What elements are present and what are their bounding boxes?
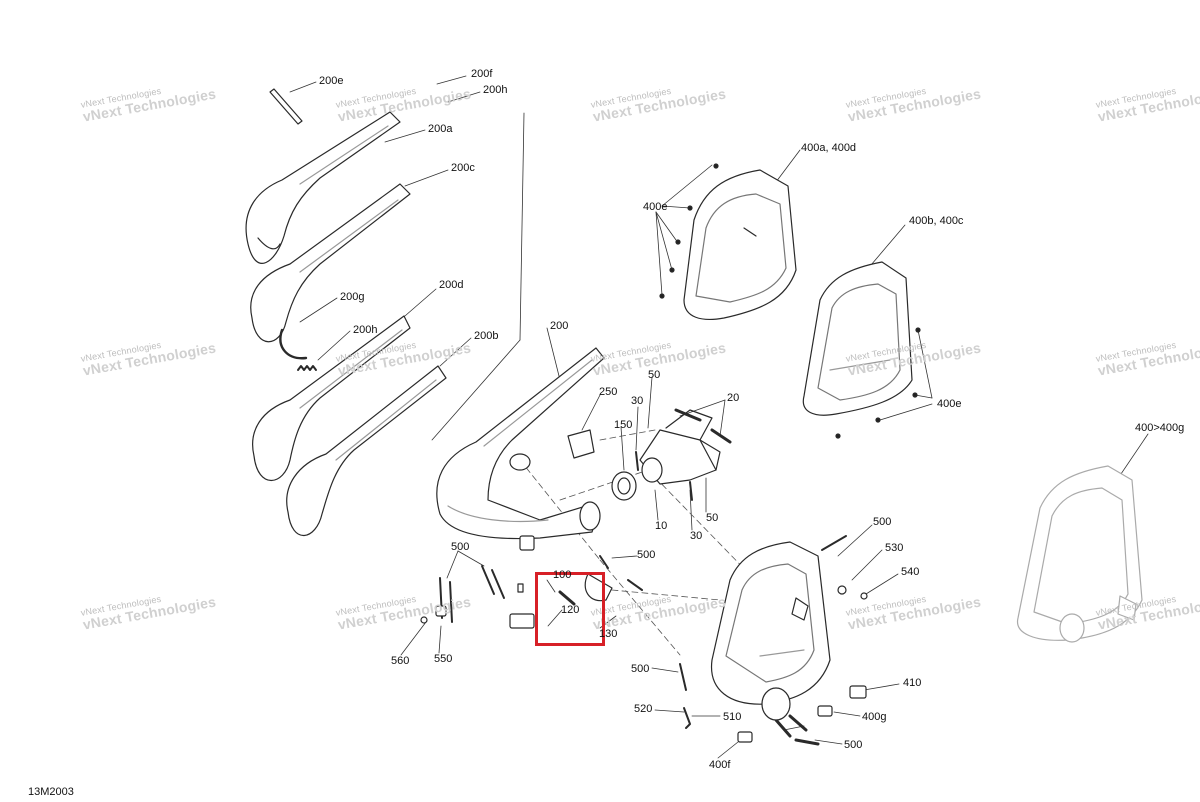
selected-part-highlight[interactable] bbox=[535, 572, 605, 646]
heat-shields-left bbox=[245, 88, 447, 537]
callout-520[interactable]: 520 bbox=[634, 703, 653, 715]
callout-50-top[interactable]: 50 bbox=[648, 369, 661, 381]
callout-560[interactable]: 560 bbox=[391, 655, 410, 667]
callout-510[interactable]: 510 bbox=[723, 711, 742, 723]
callout-500-bottom[interactable]: 500 bbox=[844, 739, 863, 751]
callout-400a-400d[interactable]: 400a, 400d bbox=[801, 142, 857, 154]
callout-130[interactable]: 130 bbox=[599, 628, 618, 640]
callout-100[interactable]: 100 bbox=[553, 569, 572, 581]
silencer-body-mid bbox=[802, 261, 921, 439]
callout-200c[interactable]: 200c bbox=[451, 162, 475, 174]
small-brackets bbox=[420, 573, 868, 743]
callout-200f[interactable]: 200f bbox=[471, 68, 493, 80]
callout-200h-mid[interactable]: 200h bbox=[353, 324, 378, 336]
callout-400f[interactable]: 400f bbox=[709, 759, 731, 771]
callout-400e-top[interactable]: 400e bbox=[643, 201, 668, 213]
callout-400-400g[interactable]: 400>400g bbox=[1135, 422, 1185, 434]
callout-30-bottom[interactable]: 30 bbox=[690, 530, 703, 542]
callout-50-bottom[interactable]: 50 bbox=[706, 512, 719, 524]
callout-200[interactable]: 200 bbox=[550, 320, 569, 332]
silencer-assembly-lower bbox=[710, 541, 831, 721]
callout-150[interactable]: 150 bbox=[614, 419, 633, 431]
callout-10[interactable]: 10 bbox=[655, 520, 668, 532]
callout-400b-400c[interactable]: 400b, 400c bbox=[909, 215, 964, 227]
callout-500-right-top[interactable]: 500 bbox=[873, 516, 892, 528]
springs-and-hardware bbox=[439, 535, 847, 746]
callout-200g[interactable]: 200g bbox=[340, 291, 365, 303]
callout-400g[interactable]: 400g bbox=[862, 711, 887, 723]
callout-200d[interactable]: 200d bbox=[439, 279, 464, 291]
callout-550[interactable]: 550 bbox=[434, 653, 453, 665]
callout-500-center[interactable]: 500 bbox=[637, 549, 656, 561]
callout-250[interactable]: 250 bbox=[599, 386, 618, 398]
main-exhaust-pipe bbox=[436, 347, 605, 551]
callout-200a[interactable]: 200a bbox=[428, 123, 453, 135]
callout-400e-right[interactable]: 400e bbox=[937, 398, 962, 410]
callout-410[interactable]: 410 bbox=[903, 677, 922, 689]
callout-530[interactable]: 530 bbox=[885, 542, 904, 554]
callout-500-lower[interactable]: 500 bbox=[631, 663, 650, 675]
callout-200b[interactable]: 200b bbox=[474, 330, 499, 342]
callout-20[interactable]: 20 bbox=[727, 392, 740, 404]
callout-500-left[interactable]: 500 bbox=[451, 541, 470, 553]
callout-200e[interactable]: 200e bbox=[319, 75, 344, 87]
exhaust-manifold bbox=[567, 408, 732, 501]
callout-540[interactable]: 540 bbox=[901, 566, 920, 578]
drawing-number: 13M2003 bbox=[28, 786, 74, 798]
callout-30-top[interactable]: 30 bbox=[631, 395, 644, 407]
callout-200h-top[interactable]: 200h bbox=[483, 84, 508, 96]
callout-120[interactable]: 120 bbox=[561, 604, 580, 616]
silencer-complete-right bbox=[1017, 465, 1143, 643]
silencer-cover-top bbox=[659, 163, 797, 321]
